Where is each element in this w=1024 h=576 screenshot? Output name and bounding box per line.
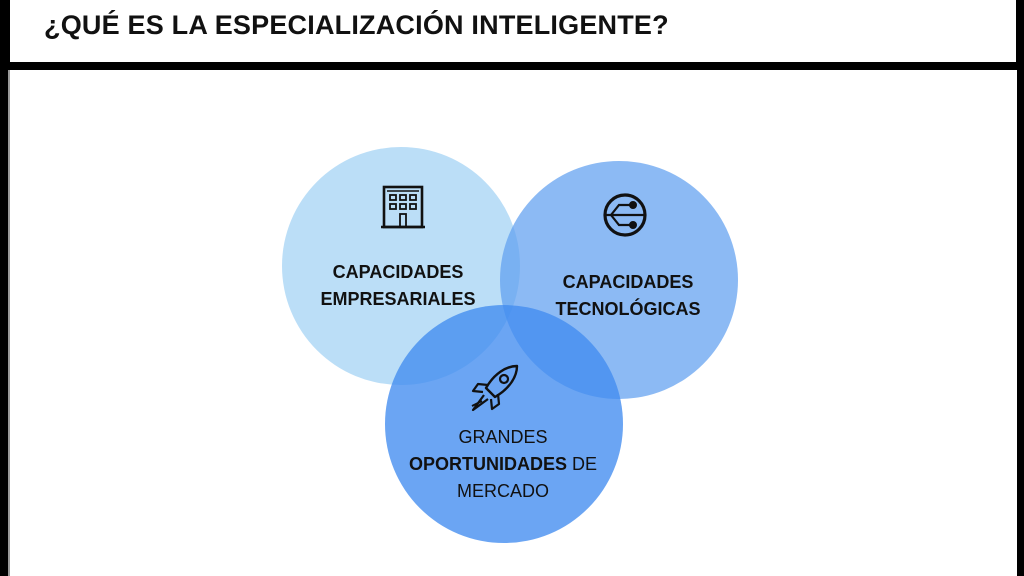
label-capacidades-empresariales: CAPACIDADES EMPRESARIALES xyxy=(296,259,500,313)
label-oportunidades-mercado: GRANDES OPORTUNIDADES DE MERCADO xyxy=(392,424,614,505)
technology-circuit-icon xyxy=(603,193,647,237)
label-capacidades-tecnologicas: CAPACIDADES TECNOLÓGICAS xyxy=(524,269,732,323)
circle-oportunidades-mercado xyxy=(385,305,623,543)
label-line: MERCADO xyxy=(456,481,549,501)
frame-right-border xyxy=(1017,70,1024,576)
slide-title: ¿QUÉ ES LA ESPECIALIZACIÓN INTELIGENTE? xyxy=(44,10,669,40)
label-line: CAPACIDADES xyxy=(332,262,464,282)
frame-left-border xyxy=(0,70,8,576)
title-bar: ¿QUÉ ES LA ESPECIALIZACIÓN INTELIGENTE? xyxy=(0,0,1024,62)
label-line: OPORTUNIDADES DE xyxy=(392,451,614,478)
label-bold-text: OPORTUNIDADES xyxy=(408,454,567,474)
label-line: EMPRESARIALES xyxy=(320,289,476,309)
label-regular-text: DE xyxy=(567,454,598,474)
label-line: CAPACIDADES xyxy=(562,272,694,292)
frame-left-shadow xyxy=(8,70,10,576)
building-icon xyxy=(381,185,425,229)
label-line: TECNOLÓGICAS xyxy=(555,299,701,319)
title-divider xyxy=(0,62,1024,70)
label-line: GRANDES xyxy=(458,427,548,447)
rocket-icon xyxy=(471,364,519,412)
